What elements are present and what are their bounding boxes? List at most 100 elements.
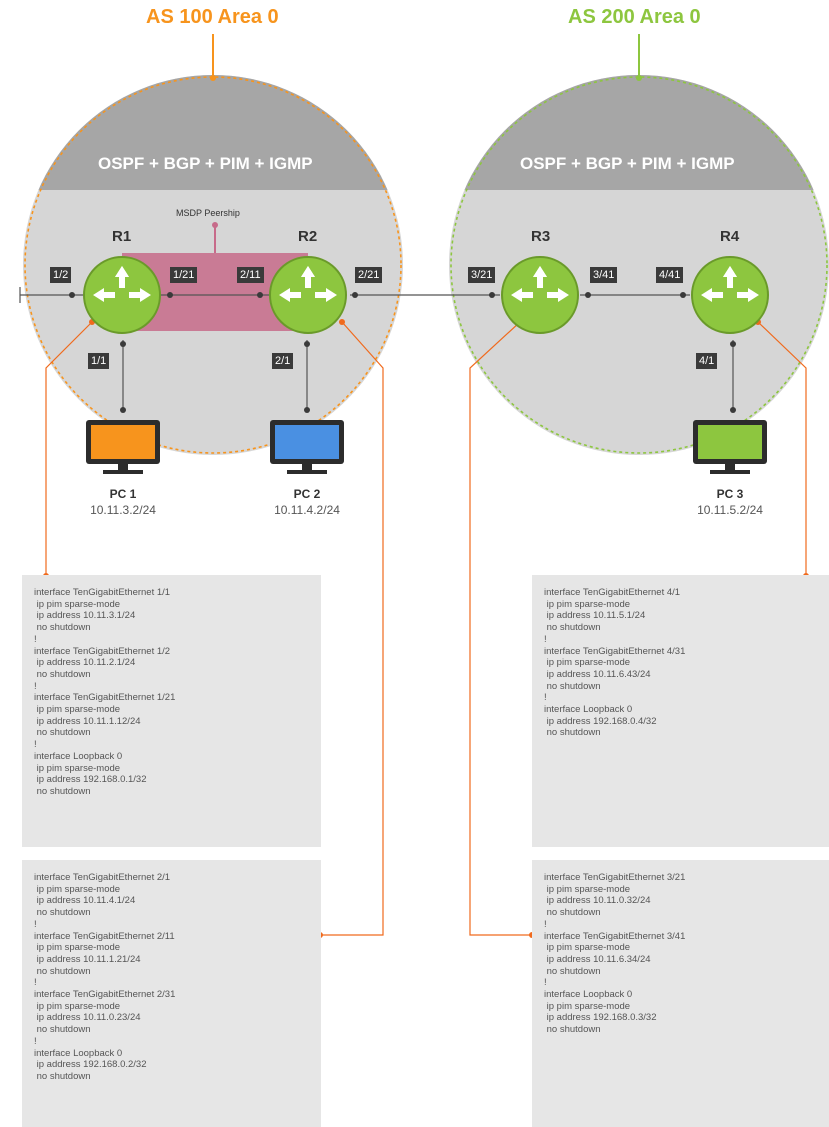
config-line: !	[544, 977, 547, 989]
config-line: no shutdown	[544, 727, 601, 739]
router-r1-icon[interactable]	[83, 256, 161, 334]
config-line: !	[34, 633, 37, 645]
config-line: ip address 10.11.5.1/24	[544, 610, 646, 622]
config-line: no shutdown	[34, 727, 91, 739]
config-line: no shutdown	[544, 622, 601, 634]
config-line: ip address 10.11.2.1/24	[34, 657, 136, 669]
config-line: no shutdown	[34, 1070, 91, 1082]
port-r4-4-41: 4/41	[656, 267, 684, 283]
pc2-name: PC 2	[293, 487, 321, 501]
config-line: ip address 192.168.0.1/32	[34, 774, 147, 786]
as200-domain	[449, 34, 829, 455]
config-r2: interface TenGigabitEthernet 2/1 ip pim …	[22, 860, 321, 1127]
config-line: ip address 10.11.0.23/24	[34, 1012, 141, 1024]
config-line: ip pim sparse-mode	[34, 883, 121, 895]
r4-label: R4	[720, 228, 740, 245]
config-line: interface TenGigabitEthernet 3/21	[544, 872, 686, 883]
config-line: no shutdown	[34, 668, 91, 680]
config-line: ip address 10.11.6.43/24	[544, 668, 651, 680]
config-line: ip pim sparse-mode	[544, 942, 631, 954]
config-line: !	[34, 977, 37, 989]
config-line: !	[544, 633, 547, 645]
pc1-ip: 10.11.3.2/24	[90, 503, 156, 517]
pc2-ip: 10.11.4.2/24	[274, 503, 340, 517]
config-line: no shutdown	[544, 965, 601, 977]
port-r2-2-11: 2/11	[237, 267, 264, 283]
config-line: ip pim sparse-mode	[34, 704, 121, 716]
config-line: ip address 10.11.1.21/24	[34, 953, 141, 965]
config-line: ip pim sparse-mode	[544, 1000, 631, 1012]
config-line: interface Loopback 0	[34, 1047, 123, 1059]
config-line: ip pim sparse-mode	[34, 942, 121, 954]
config-line: interface TenGigabitEthernet 4/31	[544, 645, 686, 657]
config-line: ip address 10.11.0.32/24	[544, 895, 651, 907]
config-line: ip pim sparse-mode	[544, 598, 631, 610]
port-r3-3-41: 3/41	[590, 267, 618, 283]
link-dots	[69, 292, 736, 413]
pc2-icon[interactable]	[270, 420, 344, 474]
config-r4: interface TenGigabitEthernet 4/1 ip pim …	[532, 575, 829, 847]
pc3-ip: 10.11.5.2/24	[697, 503, 763, 517]
config-line: ip address 192.168.0.2/32	[34, 1059, 147, 1071]
config-line: no shutdown	[544, 680, 601, 692]
protocols-left: OSPF + BGP + PIM + IGMP	[98, 154, 313, 173]
pc1-icon[interactable]	[86, 420, 160, 474]
config-line: !	[34, 1035, 37, 1047]
msdp-label: MSDP Peership	[176, 208, 240, 218]
config-line: no shutdown	[34, 622, 91, 634]
port-r3-3-21: 3/21	[468, 267, 496, 283]
port-r1-1-21: 1/21	[170, 267, 198, 283]
config-line: ip pim sparse-mode	[34, 762, 121, 774]
config-line: !	[544, 918, 547, 930]
config-line: interface TenGigabitEthernet 4/1	[544, 587, 681, 598]
config-line: interface TenGigabitEthernet 2/11	[34, 930, 175, 942]
config-line: !	[34, 918, 37, 930]
port-r2-2-21: 2/21	[355, 267, 383, 283]
config-line: no shutdown	[34, 907, 91, 919]
config-line: interface TenGigabitEthernet 1/2	[34, 645, 171, 657]
config-line: no shutdown	[34, 1024, 91, 1036]
config-line: ip address 192.168.0.4/32	[544, 715, 657, 727]
port-r1-1-1: 1/1	[88, 353, 110, 369]
config-line: ip pim sparse-mode	[34, 1000, 121, 1012]
protocols-right: OSPF + BGP + PIM + IGMP	[520, 154, 735, 173]
config-line: ip pim sparse-mode	[34, 598, 121, 610]
config-line: interface TenGigabitEthernet 1/1	[34, 587, 171, 598]
config-line: interface TenGigabitEthernet 3/41	[544, 930, 686, 942]
config-line: interface TenGigabitEthernet 2/31	[34, 989, 176, 1001]
config-line: !	[34, 680, 37, 692]
config-line: ip pim sparse-mode	[544, 883, 631, 895]
as200-title: AS 200 Area 0	[568, 6, 701, 28]
config-line: ip address 10.11.6.34/24	[544, 953, 651, 965]
config-line: interface Loopback 0	[544, 704, 633, 716]
config-line: no shutdown	[34, 965, 91, 977]
config-r1: interface TenGigabitEthernet 1/1 ip pim …	[22, 575, 321, 847]
config-line: no shutdown	[34, 785, 91, 797]
config-callouts	[45, 321, 807, 936]
r1-label: R1	[112, 228, 132, 245]
r2-label: R2	[298, 228, 318, 245]
config-line: ip pim sparse-mode	[544, 657, 631, 669]
config-r3: interface TenGigabitEthernet 3/21 ip pim…	[532, 860, 829, 1127]
config-line: interface TenGigabitEthernet 1/21	[34, 692, 176, 704]
config-line: interface TenGigabitEthernet 2/1	[34, 872, 171, 883]
pc1-name: PC 1	[109, 487, 137, 501]
r3-label: R3	[531, 228, 551, 245]
config-line: !	[34, 739, 37, 751]
router-r3-icon[interactable]	[501, 256, 579, 334]
config-line: interface Loopback 0	[544, 989, 633, 1001]
config-line: no shutdown	[544, 1024, 601, 1036]
config-line: ip address 10.11.3.1/24	[34, 610, 136, 622]
config-line: interface Loopback 0	[34, 750, 123, 762]
config-line: ip address 192.168.0.3/32	[544, 1012, 657, 1024]
port-r2-2-1: 2/1	[272, 353, 294, 369]
router-r2-icon[interactable]	[269, 256, 347, 334]
pc3-icon[interactable]	[693, 420, 767, 474]
config-line: ip address 10.11.4.1/24	[34, 895, 136, 907]
port-r1-1-2: 1/2	[50, 267, 72, 283]
router-r4-icon[interactable]	[691, 256, 769, 334]
pc3-name: PC 3	[716, 487, 744, 501]
port-r4-4-1: 4/1	[696, 353, 718, 369]
as100-title: AS 100 Area 0	[146, 6, 279, 28]
